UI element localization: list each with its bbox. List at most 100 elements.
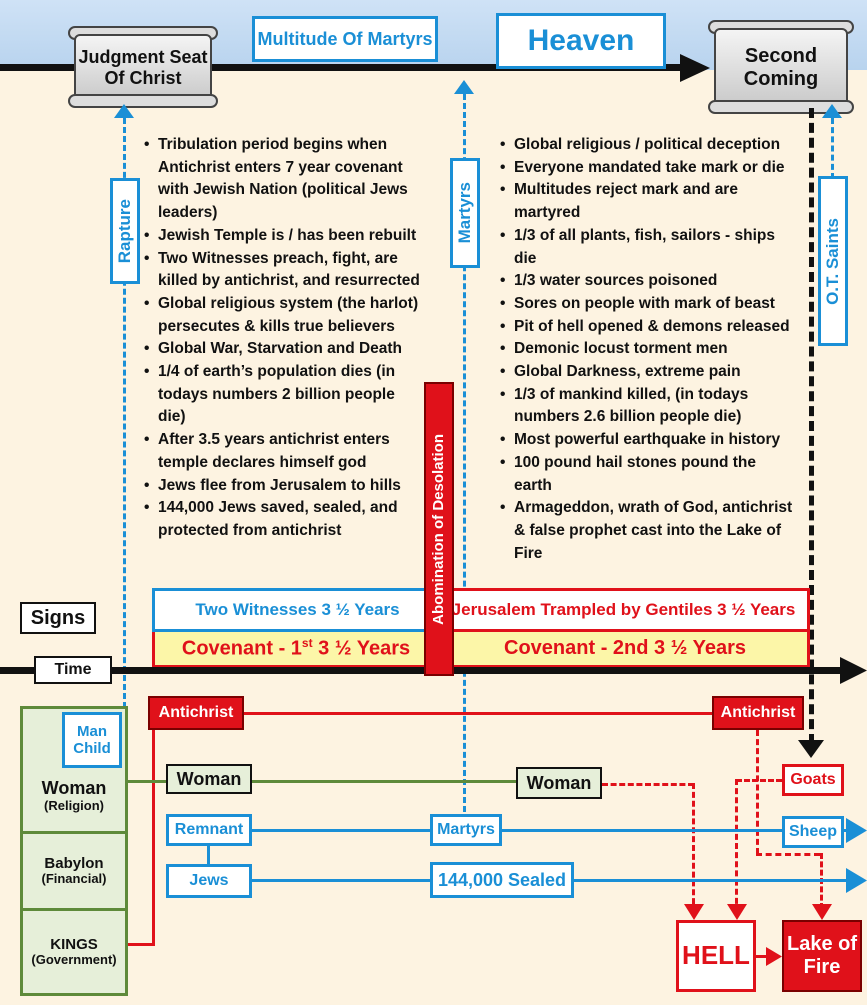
hell-label: HELL <box>682 940 750 971</box>
goats-to-hell-dashed-v <box>735 779 738 913</box>
list-item: Sores on people with mark of beast <box>500 293 796 316</box>
ot-saints-arrowhead <box>822 104 842 118</box>
abomination-of-desolation-bar: Abomination of Desolation <box>424 382 454 676</box>
antichrist-kings-connector <box>152 730 155 946</box>
antichrist-line <box>236 712 716 715</box>
sealed-label: 144,000 Sealed <box>437 869 567 890</box>
two-witnesses-label: Two Witnesses 3 ½ Years <box>195 600 400 620</box>
babylon-label: Babylon <box>44 854 104 872</box>
list-item: Tribulation period begins when Antichris… <box>144 134 424 225</box>
second-coming-dashed-line <box>809 108 814 744</box>
sheep-label: Sheep <box>788 822 837 840</box>
remnant-box: Remnant <box>166 814 252 846</box>
woman-to-hell-dashed-h <box>602 783 694 786</box>
covenant1-label: Covenant - 1st 3 ½ Years <box>181 635 411 660</box>
two-witnesses-bar: Two Witnesses 3 ½ Years <box>152 588 440 632</box>
goats-to-hell-dashed-h <box>736 779 782 782</box>
antichrist-right-label: Antichrist <box>720 703 796 721</box>
antichrist-to-fire-arrowhead <box>812 904 832 920</box>
list-item: Global War, Starvation and Death <box>144 338 424 361</box>
kings-sub-label: (Government) <box>31 952 117 968</box>
rapture-arrowhead <box>114 104 134 118</box>
kings-label: KINGS <box>50 935 98 953</box>
sealed-arrowhead <box>846 868 867 893</box>
heaven-arrowhead <box>680 54 710 82</box>
covenant2-label: Covenant - 2nd 3 ½ Years <box>504 637 746 659</box>
list-item: Jewish Temple is / has been rebuilt <box>144 225 424 248</box>
divider <box>20 908 128 911</box>
abomination-label: Abomination of Desolation <box>430 433 448 625</box>
time-label-box: Time <box>34 656 112 684</box>
lake-of-fire-box: Lake of Fire <box>782 920 862 992</box>
scroll-cap-bottom-left <box>68 94 218 108</box>
man-child-label: Man Child <box>73 722 111 757</box>
left-events-list: Tribulation period begins when Antichris… <box>144 134 424 543</box>
covenant-first-half-bar: Covenant - 1st 3 ½ Years <box>152 632 440 668</box>
goats-label: Goats <box>790 770 836 788</box>
man-child-box: Man Child <box>62 712 122 768</box>
time-label: Time <box>54 660 92 678</box>
judgment-seat-scroll: Judgment Seat Of Christ <box>74 34 212 102</box>
babylon-sub-label: (Financial) <box>41 871 107 887</box>
list-item: 1/3 of all plants, fish, sailors - ships… <box>500 225 796 270</box>
right-events-list: Global religious / political deception E… <box>500 134 796 565</box>
list-item: Demonic locust torment men <box>500 338 796 361</box>
second-coming-down-arrowhead <box>798 740 824 758</box>
goats-to-hell-arrowhead <box>727 904 747 920</box>
woman-religion-cell: Woman (Religion) <box>23 705 125 831</box>
martyrs-box: Martyrs <box>430 814 502 846</box>
babylon-financial-cell: Babylon (Financial) <box>23 834 125 908</box>
woman-sub-label: (Religion) <box>44 797 104 813</box>
antichrist-left-label: Antichrist <box>158 703 234 721</box>
woman-right-label: Woman <box>526 772 592 793</box>
sealed-box: 144,000 Sealed <box>430 862 574 898</box>
heaven-title: Heaven <box>527 23 635 57</box>
jerusalem-trampled-bar: Jerusalem Trampled by Gentiles 3 ½ Years <box>440 588 810 632</box>
jews-label: Jews <box>189 871 229 889</box>
sheep-arrowhead <box>846 818 867 843</box>
list-item: Global religious system (the harlot) per… <box>144 293 424 338</box>
woman-to-hell-arrowhead <box>684 904 704 920</box>
sheep-box: Sheep <box>782 816 844 848</box>
multitude-label: Multitude Of Martyrs <box>257 28 433 49</box>
woman-line <box>128 780 518 783</box>
antichrist-kings-stub <box>128 943 155 946</box>
list-item: Global Darkness, extreme pain <box>500 361 796 384</box>
signs-label: Signs <box>30 606 86 629</box>
martyrs-dashed-line <box>463 94 466 812</box>
woman-label: Woman <box>41 778 107 799</box>
rapture-dashed-line <box>123 118 126 708</box>
woman-to-hell-dashed-v <box>692 783 695 913</box>
remnant-jews-connector <box>207 846 210 866</box>
list-item: 100 pound hail stones pound the earth <box>500 452 796 497</box>
judgment-seat-label: Judgment Seat Of Christ <box>78 47 208 88</box>
hell-to-fire-arrowhead <box>766 947 782 966</box>
list-item: Global religious / political deception <box>500 134 796 157</box>
list-item: 1/4 of earth’s population dies (in today… <box>144 361 424 429</box>
covenant-second-half-bar: Covenant - 2nd 3 ½ Years <box>440 632 810 668</box>
second-coming-label: Second Coming <box>743 45 819 90</box>
list-item: After 3.5 years antichrist enters temple… <box>144 429 424 474</box>
signs-label-box: Signs <box>20 602 96 634</box>
heaven-timeline-bar <box>0 64 700 71</box>
jerusalem-label: Jerusalem Trampled by Gentiles 3 ½ Years <box>451 600 796 620</box>
time-arrowhead <box>840 657 867 684</box>
list-item: 144,000 Jews saved, sealed, and protecte… <box>144 497 424 542</box>
remnant-label: Remnant <box>174 820 244 838</box>
martyrs-box-label: Martyrs <box>437 820 495 838</box>
woman-mid-box: Woman <box>166 764 252 794</box>
divider <box>20 831 128 834</box>
kings-government-cell: KINGS (Government) <box>23 911 125 993</box>
list-item: Everyone mandated take mark or die <box>500 157 796 180</box>
antichrist-to-fire-dashed-h <box>756 853 820 856</box>
list-item: Jews flee from Jerusalem to hills <box>144 475 424 498</box>
antichrist-right-box: Antichrist <box>712 696 804 730</box>
heaven-title-box: Heaven <box>496 13 666 69</box>
ot-saints-label: O.T. Saints <box>823 217 843 305</box>
martyrs-vertical-label: Martyrs <box>455 182 475 244</box>
martyrs-arrowhead <box>454 80 474 94</box>
rapture-box: Rapture <box>110 178 140 284</box>
second-coming-scroll: Second Coming <box>714 28 848 108</box>
list-item: Pit of hell opened & demons released <box>500 316 796 339</box>
